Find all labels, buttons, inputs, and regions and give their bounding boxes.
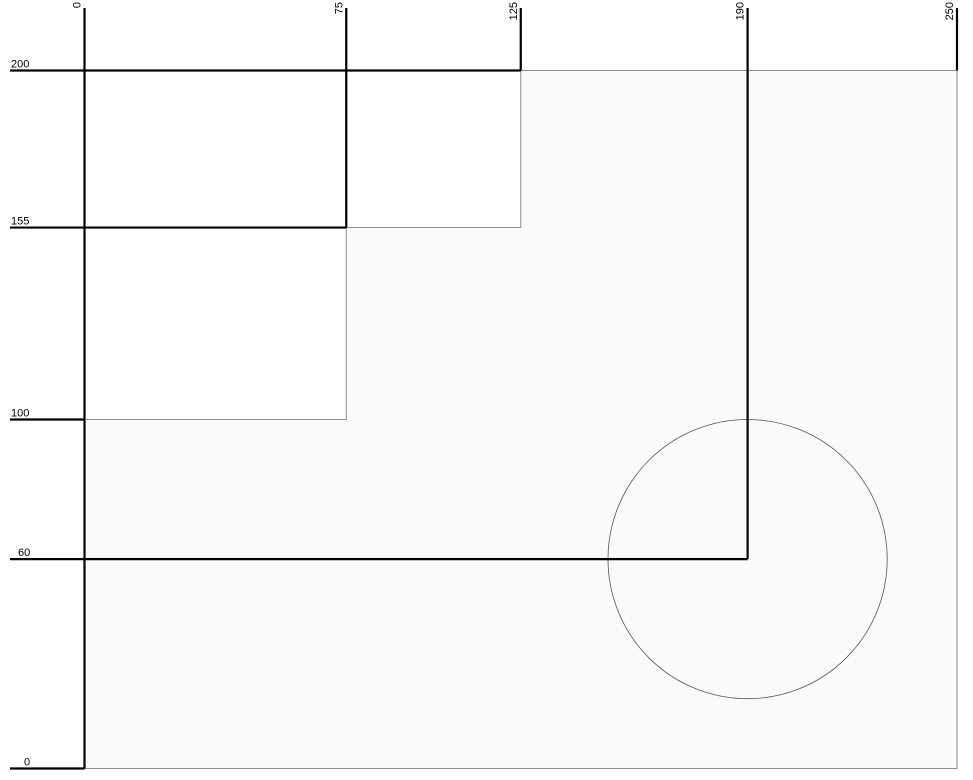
- y-dim-label-60: 60: [18, 547, 30, 559]
- y-dim-label-100: 100: [11, 408, 29, 420]
- x-dim-label-190: 190: [735, 2, 747, 20]
- x-dim-label-250: 250: [944, 2, 956, 20]
- y-ordinate-dimensions: 0 60 100 155 200: [10, 59, 748, 770]
- y-dim-label-200: 200: [11, 59, 29, 71]
- x-dim-label-0: 0: [72, 2, 84, 8]
- x-ordinate-dimensions: 0 75 125 190 250: [72, 2, 959, 769]
- y-dim-label-0: 0: [24, 757, 30, 769]
- plate-outline: [84, 70, 958, 769]
- x-dim-label-125: 125: [508, 2, 520, 20]
- x-dim-label-75: 75: [333, 2, 345, 14]
- y-dim-label-155: 155: [11, 216, 29, 228]
